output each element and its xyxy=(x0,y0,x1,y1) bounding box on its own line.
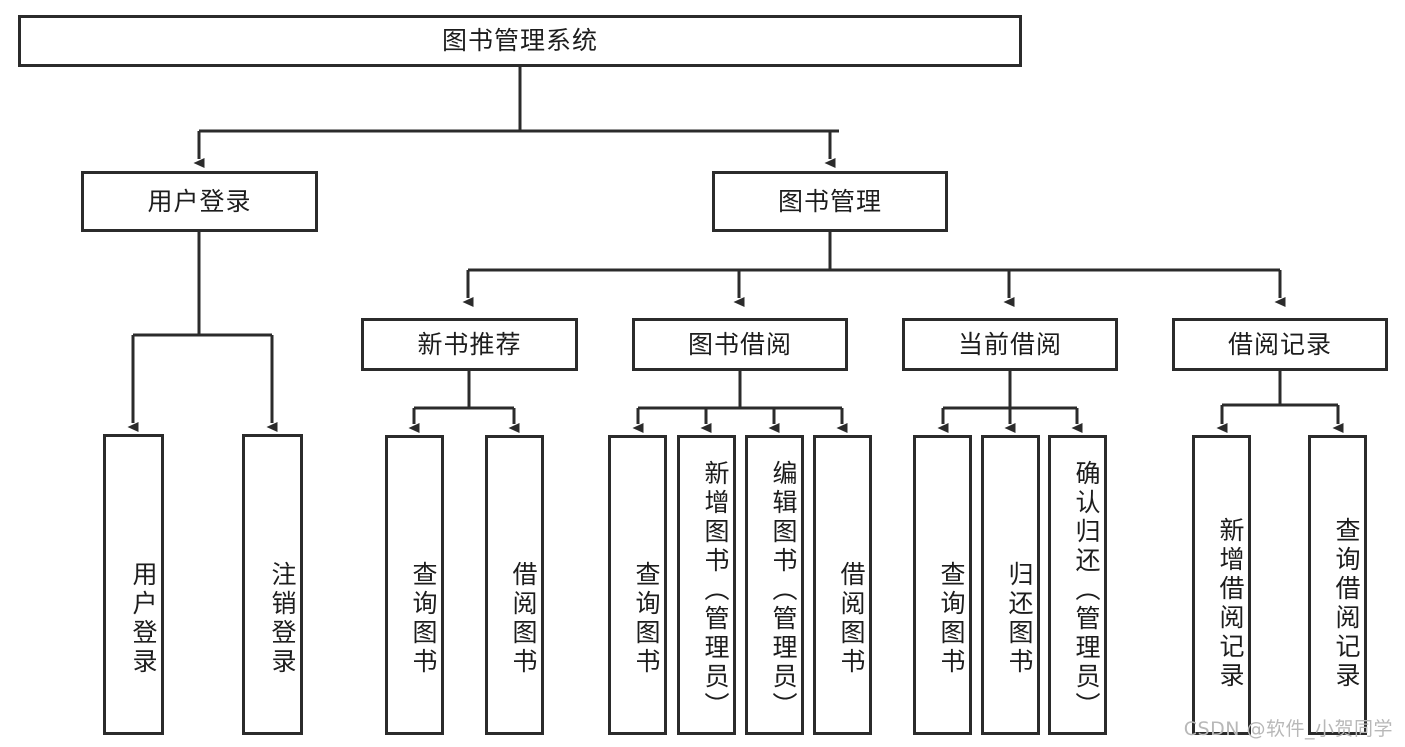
node-leaf-query-book-2-label: 查询图书 xyxy=(632,561,661,677)
node-leaf-borrow-book-2-label: 借阅图书 xyxy=(837,561,866,677)
node-leaf-query-record-label: 查询借阅记录 xyxy=(1332,517,1361,691)
node-leaf-confirm-return[interactable]: 确认归还（管理员） xyxy=(1048,435,1107,735)
node-leaf-add-record-label: 新增借阅记录 xyxy=(1216,517,1245,691)
node-leaf-user-login[interactable]: 用户登录 xyxy=(103,434,164,735)
node-current-borrow-label: 当前借阅 xyxy=(957,329,1062,359)
node-book-borrow-label: 图书借阅 xyxy=(687,329,792,359)
node-leaf-query-book-3-label: 查询图书 xyxy=(937,561,966,677)
node-leaf-logout-login-label: 注销登录 xyxy=(268,560,297,677)
node-leaf-query-book-1-label: 查询图书 xyxy=(409,561,438,677)
node-leaf-return-book[interactable]: 归还图书 xyxy=(981,435,1040,735)
node-leaf-user-login-label: 用户登录 xyxy=(129,560,158,677)
node-user-login[interactable]: 用户登录 xyxy=(81,171,318,232)
node-leaf-return-book-label: 归还图书 xyxy=(1005,561,1034,677)
node-user-login-label: 用户登录 xyxy=(147,186,252,216)
node-leaf-borrow-book-1-label: 借阅图书 xyxy=(509,561,538,677)
node-root[interactable]: 图书管理系统 xyxy=(18,15,1022,67)
node-book-manage[interactable]: 图书管理 xyxy=(712,171,948,232)
node-leaf-add-record[interactable]: 新增借阅记录 xyxy=(1192,435,1251,735)
node-current-borrow[interactable]: 当前借阅 xyxy=(902,318,1118,371)
node-leaf-confirm-return-label: 确认归还（管理员） xyxy=(1072,459,1101,721)
node-book-manage-label: 图书管理 xyxy=(777,186,882,216)
node-book-borrow[interactable]: 图书借阅 xyxy=(632,318,848,371)
node-leaf-logout-login[interactable]: 注销登录 xyxy=(242,434,303,735)
node-leaf-add-book-label: 新增图书（管理员） xyxy=(701,459,730,721)
node-new-book-recommend[interactable]: 新书推荐 xyxy=(361,318,578,371)
node-leaf-query-book-2[interactable]: 查询图书 xyxy=(608,435,667,735)
node-leaf-query-book-1[interactable]: 查询图书 xyxy=(385,435,444,735)
node-leaf-edit-book[interactable]: 编辑图书（管理员） xyxy=(745,435,804,735)
node-leaf-borrow-book-2[interactable]: 借阅图书 xyxy=(813,435,872,735)
node-leaf-borrow-book-1[interactable]: 借阅图书 xyxy=(485,435,544,735)
node-leaf-query-record[interactable]: 查询借阅记录 xyxy=(1308,435,1367,735)
node-leaf-edit-book-label: 编辑图书（管理员） xyxy=(769,459,798,721)
node-leaf-add-book[interactable]: 新增图书（管理员） xyxy=(677,435,736,735)
node-leaf-query-book-3[interactable]: 查询图书 xyxy=(913,435,972,735)
node-root-label: 图书管理系统 xyxy=(441,26,598,56)
node-borrow-record[interactable]: 借阅记录 xyxy=(1172,318,1388,371)
node-borrow-record-label: 借阅记录 xyxy=(1227,329,1332,359)
node-new-book-recommend-label: 新书推荐 xyxy=(417,329,522,359)
